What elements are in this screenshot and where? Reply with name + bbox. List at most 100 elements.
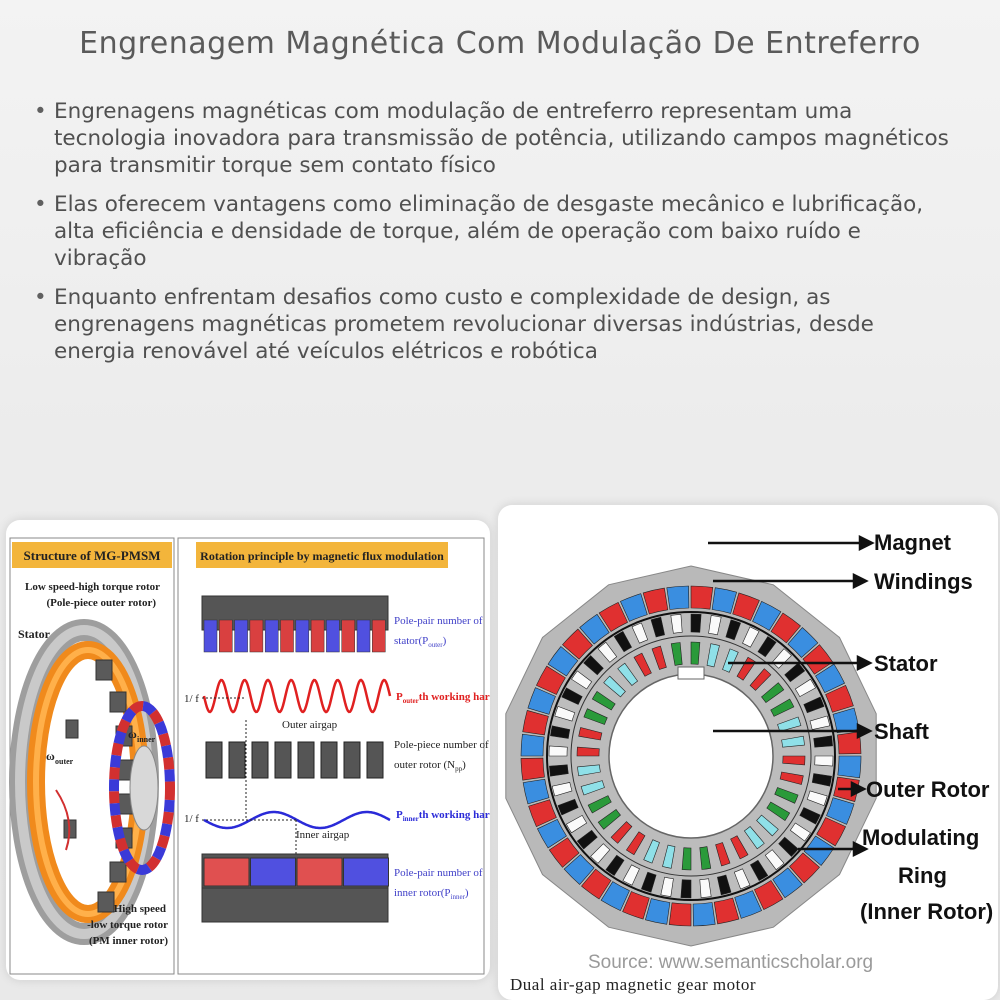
pm-inner-label: (PM inner rotor) xyxy=(89,935,168,947)
pole-piece xyxy=(251,741,269,779)
outer-airgap-label: Outer airgap xyxy=(282,719,338,731)
outer-harmonic-rest: th working harmonic xyxy=(419,691,490,703)
magnet-segment xyxy=(522,778,550,805)
stator-pole xyxy=(310,619,325,653)
outer-harmonic-sub: outer xyxy=(403,697,419,705)
figure-caption: Dual air-gap magnetic gear motor xyxy=(510,975,757,994)
modulating-segment xyxy=(613,630,633,653)
magnet-segment xyxy=(520,757,545,781)
pole-piece-number-label-2: outer rotor (N xyxy=(394,759,455,771)
magnet-segment xyxy=(692,902,716,927)
winding-segment xyxy=(617,662,639,686)
magnet-segment xyxy=(528,799,557,827)
stator-label: Stator xyxy=(18,627,51,641)
pole-piece xyxy=(228,741,246,779)
pole-pair-inner-sub: inner xyxy=(451,893,466,901)
modulating-segment xyxy=(757,636,777,658)
magnet-segment xyxy=(622,891,650,920)
modulating-segment xyxy=(590,843,611,864)
magnet-segment xyxy=(537,819,567,849)
pole-pair-stator-label: Pole-pair number of xyxy=(394,615,483,627)
omega-inner-sub: inner xyxy=(137,735,156,744)
bullet-item: Enquanto enfrentam desafios como custo e… xyxy=(34,284,954,365)
magnet-segment xyxy=(770,612,801,644)
magnet-segment xyxy=(754,880,784,910)
modulating-segment xyxy=(806,790,828,806)
stator-pole xyxy=(264,619,279,653)
pole-piece-outer-label: (Pole-piece outer rotor) xyxy=(46,597,156,609)
magnet-segment xyxy=(548,837,580,868)
winding-segment xyxy=(603,675,626,698)
magnet-segment xyxy=(527,687,556,715)
stator-poles xyxy=(203,619,386,653)
modulating-segment xyxy=(764,849,785,871)
pole-piece xyxy=(205,741,223,779)
magnet-segment xyxy=(642,587,669,615)
inner-pole xyxy=(296,857,343,887)
magnet-segment xyxy=(536,665,566,695)
winding-segment xyxy=(781,735,805,748)
winding-segment xyxy=(761,682,785,704)
magnet-segment xyxy=(547,646,579,677)
winding-segment xyxy=(662,844,676,869)
winding-segment xyxy=(651,645,667,670)
svg-text:inner rotor(Pinner): inner rotor(Pinner) xyxy=(394,887,469,901)
winding-segment xyxy=(715,842,731,867)
magnet-segment xyxy=(752,601,782,631)
modulating-segment xyxy=(708,615,722,636)
label-outer-rotor: Outer Rotor xyxy=(866,777,990,802)
magnet-segment xyxy=(711,587,737,614)
modulating-segment xyxy=(749,859,769,882)
mg-pmsm-diagram: Structure of MG-PMSM Low speed-high torq… xyxy=(9,537,490,975)
winding-segment xyxy=(782,755,806,766)
stator-pole xyxy=(326,619,340,653)
magnet-segment xyxy=(734,890,762,919)
inner-airgap-label: Inner airgap xyxy=(296,829,350,841)
inner-harmonic-rest: th working harmonic xyxy=(419,809,490,821)
magnet-segment xyxy=(772,867,803,899)
pole-pair-inner-label: Pole-pair number of xyxy=(394,867,483,879)
winding-segment xyxy=(777,716,802,732)
modulating-segment xyxy=(742,626,760,648)
pole-piece xyxy=(297,741,315,779)
one-over-f-inner: 1/ f xyxy=(184,813,199,825)
pole-piece-row xyxy=(205,741,384,779)
modulating-segment xyxy=(548,745,568,757)
modulating-segment xyxy=(571,670,593,690)
pole-piece-number-sub: pp xyxy=(455,765,463,773)
winding-segment xyxy=(580,780,605,796)
modulating-segment xyxy=(622,864,640,886)
modulating-segment xyxy=(799,807,821,825)
winding-segment xyxy=(625,831,646,856)
winding-segment xyxy=(597,808,621,830)
winding-segment xyxy=(578,727,603,741)
mg-pmsm-figure: Structure of MG-PMSM Low speed-high torq… xyxy=(6,520,490,980)
modulating-segment xyxy=(733,868,751,890)
magnet-segment xyxy=(520,733,545,757)
stator-pole xyxy=(280,619,294,653)
magnet-segment xyxy=(522,710,549,736)
modulating-segment xyxy=(597,641,618,663)
stator-pole xyxy=(295,619,310,653)
modulating-segment xyxy=(641,871,657,893)
svg-text:Pinnerth working harmonic: Pinnerth working harmonic xyxy=(396,809,490,823)
stator-pole xyxy=(356,619,371,653)
magnet-segment xyxy=(815,663,845,693)
inner-pole xyxy=(343,857,389,887)
outer-harmonic-wave xyxy=(202,678,392,714)
magnet-segment xyxy=(690,585,714,610)
magnet-segment xyxy=(579,613,610,645)
modulating-segment xyxy=(557,798,579,816)
magnet-segment xyxy=(826,797,855,825)
magnet-segment xyxy=(732,592,760,621)
magnet-ring xyxy=(520,585,862,927)
magnet-segment xyxy=(787,627,819,658)
winding-segment xyxy=(610,821,633,844)
inner-harmonic-wave xyxy=(203,810,391,830)
source-credit: Source: www.semanticscholar.org xyxy=(588,952,874,973)
windings xyxy=(576,641,806,871)
winding-segment xyxy=(670,642,683,666)
one-over-f-outer: 1/ f xyxy=(184,693,199,705)
winding-segment xyxy=(774,787,799,804)
bullet-item: Elas oferecem vantagens como eliminação … xyxy=(34,191,954,272)
